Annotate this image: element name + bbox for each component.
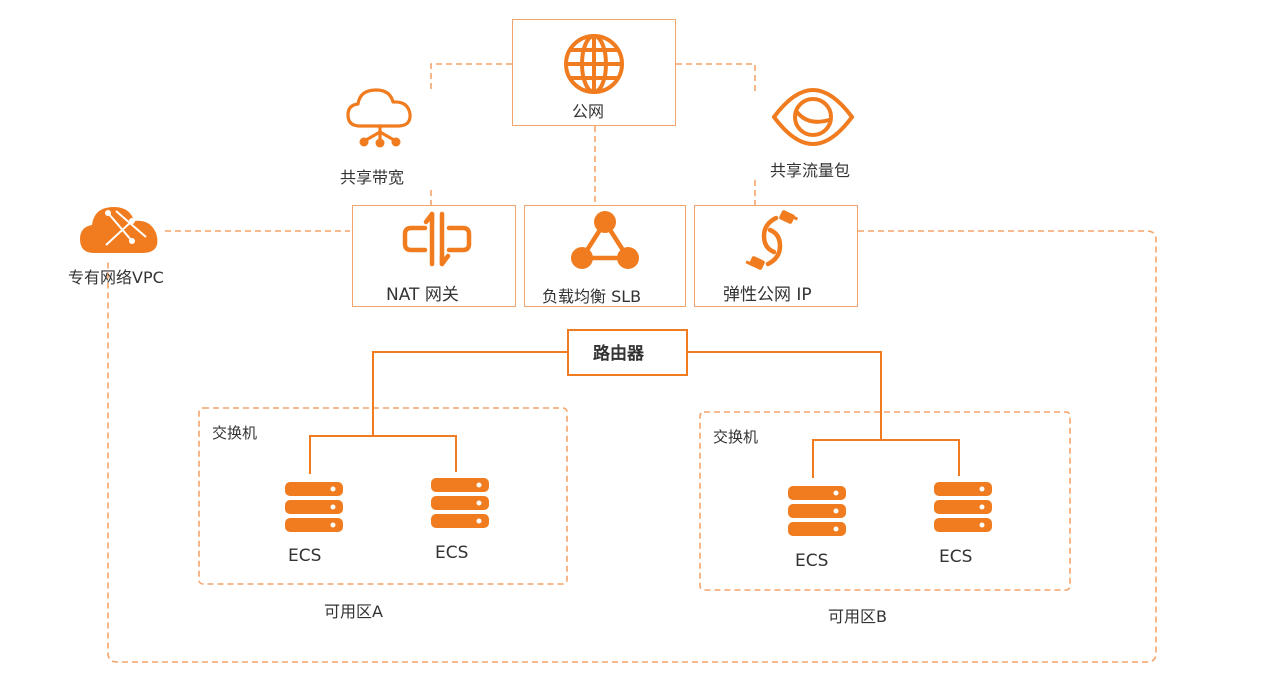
vpc-boundary [107, 230, 1157, 663]
zone-b-server-2-label: ECS [939, 547, 973, 567]
internet-label: 公网 [572, 102, 605, 121]
link-router-zone-b [688, 351, 882, 440]
eip-label: 弹性公网 IP [723, 285, 812, 305]
router-node [567, 329, 688, 376]
zone-a-label: 可用区A [324, 602, 383, 621]
zone-a-server-2-label: ECS [435, 543, 469, 563]
zone-a-boundary [198, 407, 568, 585]
globe-icon [564, 34, 624, 94]
cloud-network-icon [346, 88, 412, 148]
switch-a-bar [309, 435, 457, 474]
zone-a-server-1-label: ECS [288, 546, 322, 566]
server-icon [431, 478, 489, 528]
link-icon [745, 210, 799, 270]
link-internet-bandwidth [430, 63, 512, 92]
server-icon [934, 482, 992, 532]
zone-b-switch-label: 交换机 [713, 428, 759, 446]
server-icon [788, 486, 846, 536]
switch-b-bar [812, 439, 960, 478]
load-balancer-label: 负载均衡 SLB [542, 287, 642, 306]
zone-b-boundary [699, 411, 1071, 591]
nat-gateway-label: NAT 网关 [386, 285, 459, 305]
zone-b-label: 可用区B [828, 607, 887, 626]
shared-bandwidth-label: 共享带宽 [340, 168, 405, 187]
nat-gateway-icon [402, 211, 472, 267]
link-internet-traffic [676, 63, 756, 92]
vpc-label: 专有网络VPC [68, 268, 164, 287]
shared-traffic-label: 共享流量包 [770, 161, 851, 180]
link-router-zone-a [372, 351, 567, 436]
orbit-eye-icon [772, 87, 854, 147]
cloud-vpc-icon [80, 207, 158, 253]
load-balancer-icon [571, 211, 639, 269]
server-icon [285, 482, 343, 532]
zone-b-server-1-label: ECS [795, 551, 829, 571]
router-label: 路由器 [593, 344, 644, 364]
zone-a-switch-label: 交换机 [212, 424, 258, 442]
